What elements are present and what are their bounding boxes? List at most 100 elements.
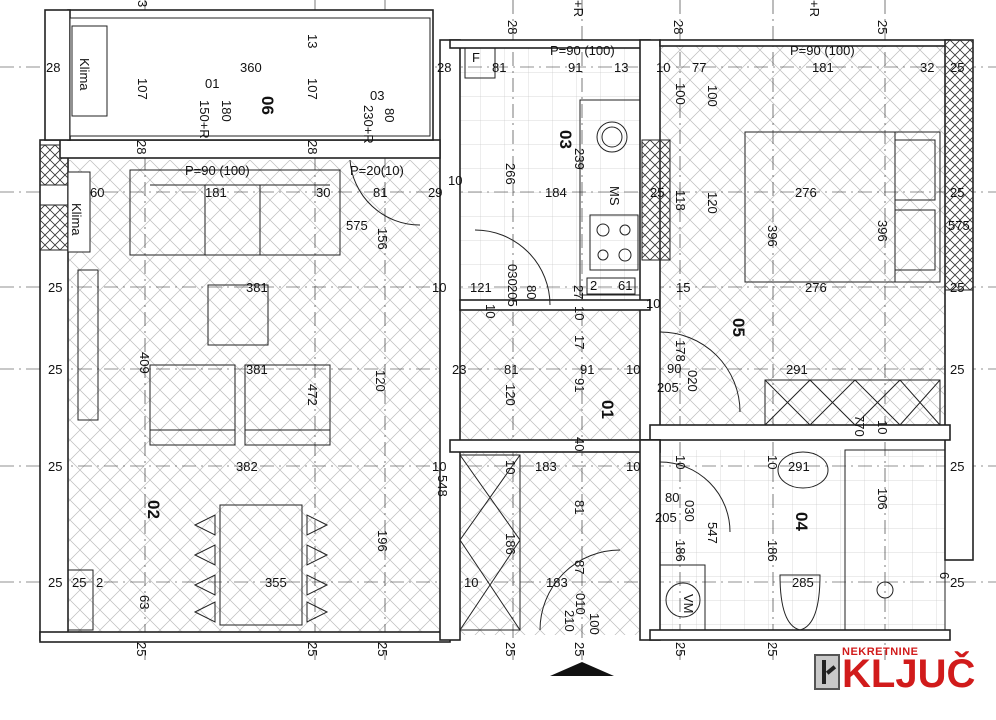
hall-floor [460, 310, 650, 635]
dim: 100 [705, 85, 720, 107]
dim: 27 [571, 285, 586, 299]
dim: 178 [673, 340, 688, 362]
dim: 2 [96, 575, 103, 590]
dim: 25 [503, 642, 518, 656]
balcony-door-arc [349, 159, 421, 226]
dim: 29 [428, 185, 442, 200]
kitchen-door-w: 80 [524, 285, 539, 299]
dim: 28 [305, 140, 320, 154]
dim: 107 [135, 78, 150, 100]
dim: 156 [375, 228, 390, 250]
dim: 2 [590, 278, 597, 293]
entry-door-arc [539, 549, 621, 631]
dim: 30 [316, 185, 330, 200]
dim: 25 [950, 185, 964, 200]
dim: 10 [464, 575, 478, 590]
dim: 382 [236, 459, 258, 474]
dim: 266 [503, 163, 518, 185]
dim: 239 [572, 148, 587, 170]
dim: 13 [305, 34, 320, 48]
dim: 120 [503, 384, 518, 406]
dim: 186 [765, 540, 780, 562]
room-02-number: 02 [144, 500, 163, 519]
coffee-table [207, 284, 269, 346]
bedroom-door-h: 205 [657, 380, 679, 395]
dim: 575 [346, 218, 368, 233]
sofa-top [129, 169, 341, 256]
dim: 28 [505, 20, 520, 34]
dim: +R [571, 0, 586, 17]
dim: 181 [205, 185, 227, 200]
kitchen-door-arc [474, 229, 551, 306]
dim: 25 [72, 575, 86, 590]
brand-logo: NEKRETNINE KLJUČ [812, 646, 976, 696]
dim: 183 [535, 459, 557, 474]
dim: 60 [90, 185, 104, 200]
dim: 15 [676, 280, 690, 295]
dim: 575 [948, 218, 970, 233]
dim: 183 [546, 575, 568, 590]
dim: 25 [673, 642, 688, 656]
dim: 25 [950, 575, 964, 590]
dim: 25 [375, 642, 390, 656]
dim: +R [807, 0, 822, 17]
dim: 77 [692, 60, 706, 75]
dim: 285 [792, 575, 814, 590]
sofa-middle [149, 364, 331, 446]
dim: 381 [246, 362, 268, 377]
bedroom-door-arc [659, 331, 741, 413]
boiler [67, 569, 94, 631]
dim: 91 [580, 362, 594, 377]
bedroom-door-code: 020 [685, 370, 700, 392]
dim: 25 [765, 642, 780, 656]
dim: 25 [950, 280, 964, 295]
kitchen-counter [464, 47, 641, 296]
dim: 121 [470, 280, 492, 295]
fridge-label: F [472, 50, 480, 65]
room-05-number: 05 [729, 318, 748, 337]
dim: 61 [618, 278, 632, 293]
door01-label: 01 [205, 76, 219, 91]
dim: 355 [265, 575, 287, 590]
dim: 25 [48, 459, 62, 474]
hall-wardrobe [459, 454, 521, 631]
logo-title: KLJUČ [842, 652, 976, 696]
dim: 396 [765, 225, 780, 247]
dim: 81 [373, 185, 387, 200]
door03-label: 03 [370, 88, 384, 103]
dim: 120 [705, 192, 720, 214]
dim: 472 [305, 384, 320, 406]
dim: 10 [626, 459, 640, 474]
klima-label-left: Klima [69, 203, 84, 236]
dim: 25 [48, 362, 62, 377]
klima-unit-left [67, 171, 91, 253]
bath-door-code: 030 [682, 500, 697, 522]
dining-table [193, 504, 329, 626]
dim: 186 [503, 533, 518, 555]
dim: 40 [572, 437, 587, 451]
room-04-number: 04 [792, 512, 811, 531]
dim: 381 [246, 280, 268, 295]
door03-size: 230+R [361, 105, 376, 144]
dim: 28 [134, 140, 149, 154]
window-label-living: P=90 (100) [185, 163, 250, 178]
key-logo-icon [814, 654, 840, 690]
dim: 409 [137, 352, 152, 374]
dishwasher-label: MS [607, 186, 622, 206]
dim: 10 [503, 460, 518, 474]
door01-width: 180 [219, 100, 234, 122]
dim: 120 [373, 370, 388, 392]
dim: 10 [673, 455, 688, 469]
dim: 360 [240, 60, 262, 75]
entry-door-code: 010 [573, 593, 588, 615]
dim: 25 [572, 642, 587, 656]
room-03-number: 03 [556, 130, 575, 149]
bedroom-door-w: 90 [667, 361, 681, 376]
room-01-number: 01 [598, 400, 617, 419]
dim: 32 [920, 60, 934, 75]
dim: 10 [656, 60, 670, 75]
kitchen-door-h: 205 [505, 285, 520, 307]
dim: 118 [673, 190, 688, 211]
dim: 196 [375, 530, 390, 552]
window-label-living2: P=20(10) [350, 163, 404, 178]
